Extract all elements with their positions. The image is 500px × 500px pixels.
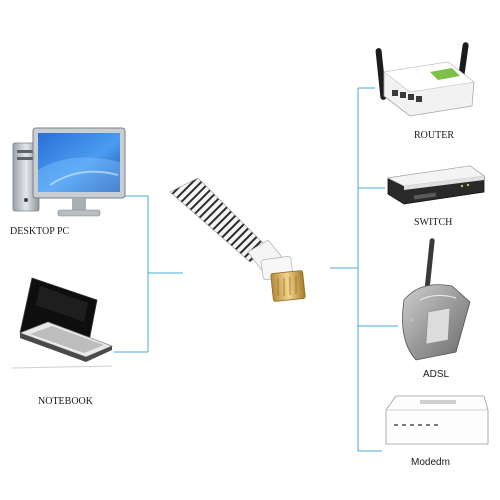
modem-icon [385, 395, 489, 445]
label-modem: Modedm [411, 457, 450, 468]
line-desktop [125, 195, 149, 352]
connector-lines [114, 87, 398, 452]
label-router: ROUTER [414, 130, 454, 141]
router-icon [375, 42, 475, 117]
label-desktop-pc: DESKTOP PC [10, 226, 70, 237]
adsl-modem-icon [402, 238, 471, 361]
label-notebook: NOTEBOOK [38, 396, 93, 407]
label-adsl: ADSL [423, 369, 450, 380]
notebook-icon [11, 277, 114, 369]
desktop-pc-icon [12, 127, 126, 217]
label-switch: SWITCH [414, 217, 453, 228]
switch-icon [387, 165, 485, 205]
ethernet-flat-cable-icon [169, 177, 306, 302]
